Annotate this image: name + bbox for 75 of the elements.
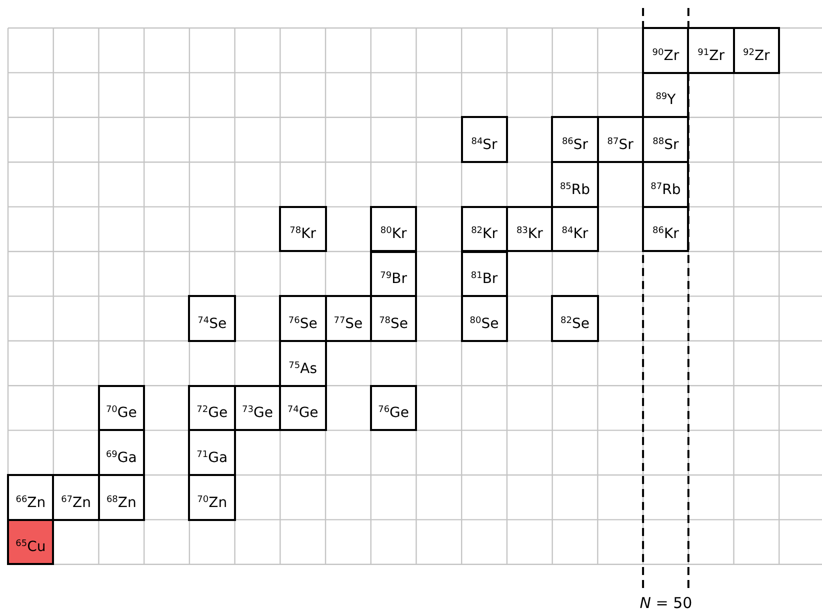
nuclide-label: $^{78}$Se xyxy=(379,316,408,331)
nuclide-label: $^{77}$Se xyxy=(334,316,363,331)
nuclide-label: $^{91}$Zr xyxy=(698,48,724,63)
nuclide-box xyxy=(188,384,236,432)
nuclide-box xyxy=(642,206,690,252)
nuclide-box xyxy=(642,161,690,208)
nuclide-box xyxy=(279,295,327,342)
nuclide-box xyxy=(188,295,236,342)
nuclide-label: $^{88}$Sr xyxy=(652,138,679,152)
nuclide-label: $^{70}$Ge xyxy=(106,406,137,420)
nuclide-box xyxy=(506,206,554,252)
nuclide-box xyxy=(98,384,146,432)
nuclide-box xyxy=(642,72,690,118)
nuclide-box xyxy=(188,429,236,476)
nuclide-label: $^{87}$Sr xyxy=(607,138,634,152)
nuclide-label: $^{72}$Ge xyxy=(196,406,228,420)
nuclide-label: $^{65}$Cu xyxy=(16,540,46,554)
nuclide-box xyxy=(596,116,644,164)
nuclide-box xyxy=(551,206,599,252)
nuclide-label: $^{74}$Se xyxy=(198,316,227,331)
nuclide-box xyxy=(551,295,599,342)
nuclide-box xyxy=(52,474,100,521)
nuclide-box xyxy=(642,27,690,74)
nuclide-label: $^{79}$Br xyxy=(380,272,407,286)
nuclide-label: $^{75}$As xyxy=(288,362,317,376)
nuclide-box xyxy=(732,27,780,74)
nuclide-box xyxy=(98,429,146,476)
nuclide-box xyxy=(234,384,282,432)
nuclide-box xyxy=(7,474,54,521)
nuclide-box xyxy=(460,206,508,252)
nuclide-label: $^{83}$Kr xyxy=(516,227,543,242)
nuclide-label: $^{66}$Zn xyxy=(16,496,46,510)
nuclide-label: $^{84}$Sr xyxy=(471,138,498,152)
nuclide-box xyxy=(279,206,327,252)
nuclide-label: $^{68}$Zn xyxy=(106,496,136,510)
nuclide-label: $^{85}$Rb xyxy=(560,182,590,197)
nuclide-box xyxy=(370,295,418,342)
nuclide-box xyxy=(279,340,327,387)
nuclide-label: $^{73}$Ge xyxy=(242,406,273,420)
nuclide-box xyxy=(460,116,508,164)
nuclide-box xyxy=(370,206,418,252)
nuclide-box xyxy=(460,295,508,342)
nuclide-label: $^{92}$Zr xyxy=(743,48,770,63)
axis-label: N = 50 xyxy=(638,594,694,612)
nuclide-box xyxy=(687,27,735,74)
nuclide-label: $^{81}$Br xyxy=(470,272,498,286)
nuclide-box xyxy=(324,295,372,342)
nuclide-box xyxy=(7,518,54,566)
nuclide-box xyxy=(279,384,327,432)
nuclide-label: $^{86}$Sr xyxy=(562,138,588,152)
nuclide-label: $^{90}$Zr xyxy=(652,48,680,63)
nuclide-label: $^{84}$Kr xyxy=(562,227,588,242)
nuclide-label: $^{67}$Zn xyxy=(61,496,91,510)
nuclide-box xyxy=(188,474,236,521)
nuclide-label: $^{76}$Ge xyxy=(378,406,410,420)
nuclide-label: $^{80}$Se xyxy=(470,316,499,331)
nuclide-box xyxy=(551,116,599,164)
nuclide-label: $^{76}$Se xyxy=(288,316,318,331)
nuclide-label: $^{80}$Kr xyxy=(380,227,407,242)
nuclide-label: $^{71}$Ga xyxy=(196,450,228,465)
nuclide-label: $^{74}$Ge xyxy=(287,406,318,420)
nuclide-box xyxy=(370,250,418,298)
nuclide-box xyxy=(551,161,599,208)
nuclide-label: $^{69}$Ga xyxy=(106,450,137,465)
nuclide-box xyxy=(370,384,418,432)
nuclide-label: $^{82}$Kr xyxy=(471,227,498,242)
nuclide-box xyxy=(460,250,508,298)
nuclide-label: $^{87}$Rb xyxy=(650,182,681,197)
nuclide-label: $^{70}$Zn xyxy=(197,496,228,510)
nuclide-label: $^{89}$Y xyxy=(656,93,676,108)
nuclide-label: $^{86}$Kr xyxy=(652,227,679,242)
nuclide-box xyxy=(98,474,146,521)
nuclide-label: $^{78}$Kr xyxy=(290,227,316,242)
nuclide-box xyxy=(642,116,690,164)
nuclide-label: $^{82}$Se xyxy=(560,316,590,331)
